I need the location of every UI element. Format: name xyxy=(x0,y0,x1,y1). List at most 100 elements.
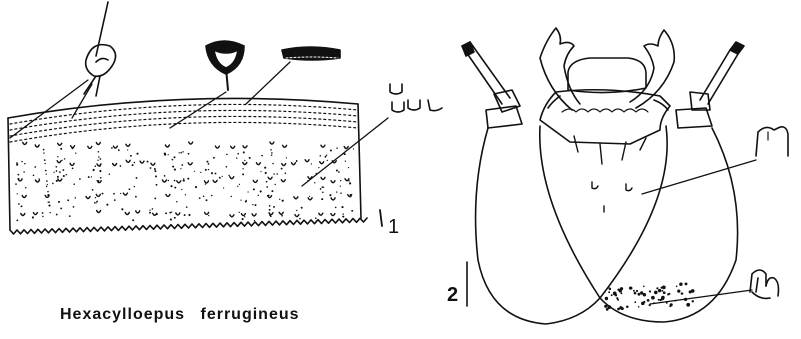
fig1-stipple-dot xyxy=(63,175,65,177)
fig2-granule xyxy=(621,307,624,310)
fig2-granules xyxy=(604,282,695,310)
fig2-granule xyxy=(604,305,607,308)
fig1-stipple-dot xyxy=(44,159,46,161)
fig1-stipple-dot xyxy=(88,176,90,178)
fig1-stipple-dot xyxy=(60,207,62,209)
fig1-stipple-dot xyxy=(21,161,23,163)
fig2-granule xyxy=(691,289,695,293)
fig1-segment-left-edge xyxy=(8,118,10,230)
fig1-stipple-dot xyxy=(237,186,238,187)
fig1-scale-pit xyxy=(165,145,169,147)
fig1-scale-pit xyxy=(57,161,61,163)
fig1-stipple-dot xyxy=(17,193,18,194)
fig1-stipple-dot xyxy=(55,166,57,168)
fig1-scale-pit xyxy=(88,146,92,148)
fig1-stipple-dot xyxy=(47,191,49,193)
fig2-head-prothorax xyxy=(462,28,788,324)
fig1-stipple-dot xyxy=(75,153,76,154)
fig1-stipple-dot xyxy=(179,152,180,153)
fig1-stipple-dot xyxy=(114,199,116,201)
fig2-granule xyxy=(617,308,620,311)
fig1-stipple-dot xyxy=(321,198,323,200)
fig1-scale-pit xyxy=(153,213,157,215)
fig2-granule xyxy=(616,297,618,299)
fig1-stipple-dot xyxy=(238,212,239,213)
fig1-stipple-dot xyxy=(100,158,102,160)
fig1-scale-pit xyxy=(205,212,209,214)
fig1-stipple-dot xyxy=(301,207,303,209)
fig1-stipple-dot xyxy=(25,187,26,188)
fig1-scale-pit xyxy=(96,194,100,196)
fig1-scale-pit xyxy=(136,211,140,213)
fig1-stipple-dot xyxy=(184,214,186,216)
fig1-stipple-dot xyxy=(330,149,332,151)
fig1-stipple-dot xyxy=(206,199,208,201)
fig1-stipple-dot xyxy=(44,163,45,164)
fig1-scale-pit xyxy=(231,146,235,148)
fig1-stipple-dot xyxy=(340,185,341,186)
fig1-stipple-dot xyxy=(213,157,215,159)
fig1-stipple-dot xyxy=(69,215,71,217)
fig2-granule xyxy=(661,296,665,300)
fig1-stipple-dot xyxy=(183,180,185,182)
fig2-left-mandible xyxy=(540,28,580,110)
fig2-right-antenna xyxy=(676,42,744,128)
fig1-stipple-dot xyxy=(270,149,272,151)
fig2-granule xyxy=(681,292,683,294)
fig1-stipple-dot xyxy=(199,197,201,199)
fig1-stipple-dot xyxy=(269,209,271,211)
fig1-stipple-dot xyxy=(320,155,322,157)
fig1-stipple-dot xyxy=(273,173,275,175)
fig1-stipple-dot xyxy=(136,153,138,155)
fig2-granule xyxy=(620,292,622,294)
fig1-stipple-dot xyxy=(185,194,186,195)
fig1-scale-pit xyxy=(22,196,26,198)
fig1-stipple-dot xyxy=(340,192,342,194)
fig1-scale-pit xyxy=(331,214,335,216)
fig1-scale-pit xyxy=(345,179,349,181)
fig1-stipple-dot xyxy=(136,177,138,179)
fig1-stipple-dot xyxy=(211,195,213,197)
fig1-stipple-dot xyxy=(318,167,319,168)
fig1-stipple-dot xyxy=(135,196,137,198)
fig1-stipple-dot xyxy=(15,183,17,185)
fig1-stipple-dot xyxy=(253,188,255,190)
fig1-stipple-dot xyxy=(219,177,221,179)
fig1-stipple-dot xyxy=(273,206,275,208)
fig1-stipple-dot xyxy=(231,196,232,197)
fig1-stipple-dot xyxy=(180,168,181,169)
fig1-stipple-dot xyxy=(247,191,248,192)
fig1-scale-pit xyxy=(86,197,90,199)
fig1-scale-pit xyxy=(96,143,100,145)
fig1-scale-pit xyxy=(126,144,130,146)
fig2-prothorax-outline xyxy=(476,128,738,324)
fig1-stipple-dot xyxy=(188,214,190,216)
fig1-stipple-dot xyxy=(194,171,195,172)
fig1-segment-lower-margin xyxy=(10,218,367,234)
fig2-granule xyxy=(604,291,606,293)
fig1-stipple-dot xyxy=(99,170,101,172)
fig1-stipple-dot xyxy=(134,162,136,164)
fig1-stipple-dot xyxy=(155,175,157,177)
fig1-stipple-dot xyxy=(98,151,100,153)
fig1-stipple-dot xyxy=(245,200,247,202)
fig1-stipple-dot xyxy=(309,196,310,197)
fig1-seta-detail xyxy=(84,2,116,96)
fig1-stipple-dot xyxy=(121,208,123,210)
fig1-stipple-dot xyxy=(336,147,338,149)
fig1-stipple-dot xyxy=(182,151,183,152)
fig2-granule xyxy=(658,299,660,301)
fig1-scale-pit xyxy=(151,163,155,165)
fig1-stipple-dot xyxy=(52,183,54,185)
fig1-scale-pit xyxy=(252,214,256,216)
fig2-granule xyxy=(663,291,666,294)
fig1-stipple-dot xyxy=(226,154,228,156)
fig2-granule xyxy=(661,290,663,292)
fig1-stipple-dot xyxy=(206,161,208,163)
fig1-stipple-dot xyxy=(266,186,268,188)
fig1-stipple-dot xyxy=(43,149,45,151)
fig2-left-antenna xyxy=(462,42,522,128)
fig1-stipple-dot xyxy=(279,199,280,200)
fig1-scale-pit xyxy=(294,197,298,199)
fig1-stipple-dot xyxy=(100,177,102,179)
